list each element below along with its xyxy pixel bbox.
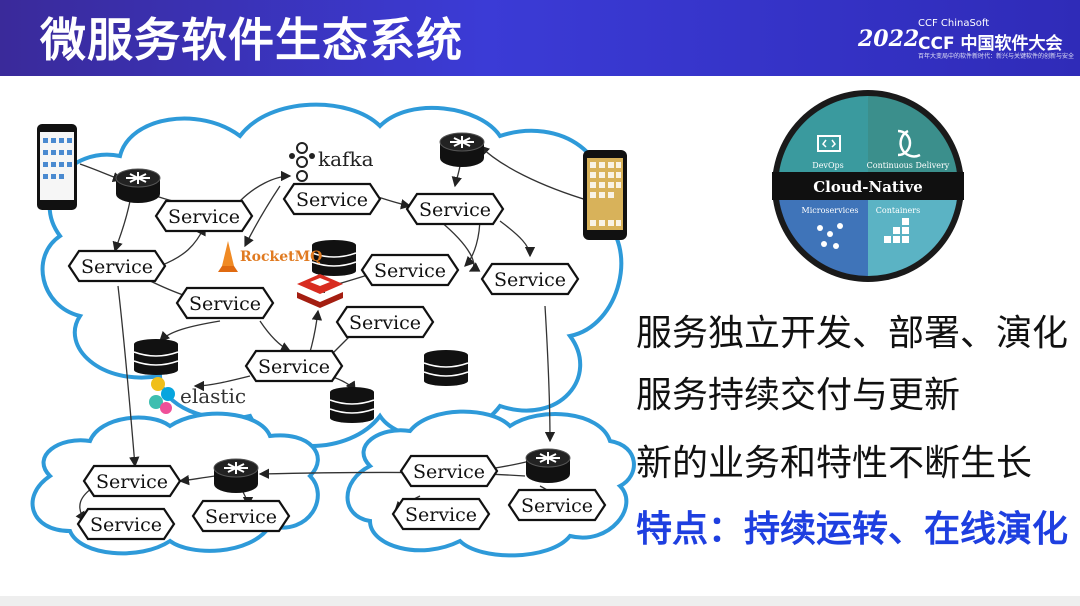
redis-icon (297, 274, 343, 308)
service-node: Service (480, 262, 580, 296)
header-bar: 微服务软件生态系统 2022 CCF ChinaSoft CCF 中国软件大会 … (0, 0, 1080, 76)
service-node: Service (82, 464, 182, 498)
bullet-1: 服务独立开发、部署、演化 (636, 313, 1069, 354)
logo-tagline: 百年大变局中的软件新时代：新兴与关键软件的创新与安全 (918, 53, 1075, 60)
bullet-3: 新的业务和特性不断生长 (636, 443, 1033, 484)
bullet-2: 服务持续交付与更新 (636, 375, 961, 416)
service-node: Service (76, 507, 176, 541)
continuous-delivery-icon (897, 129, 921, 158)
svg-text:Service: Service (258, 356, 330, 378)
service-node: Service (282, 182, 382, 216)
elastic-logo: elastic (149, 377, 246, 414)
router-icon (525, 448, 571, 484)
svg-text:Service: Service (521, 495, 593, 517)
svg-text:Service: Service (419, 199, 491, 221)
database-icon (423, 349, 469, 387)
service-node: Service (399, 454, 499, 488)
database-icon (329, 386, 375, 424)
service-node: Service (335, 305, 435, 339)
service-node: Service (360, 253, 460, 287)
kafka-label: kafka (318, 147, 374, 171)
svg-text:Service: Service (413, 461, 485, 483)
service-node: Service (154, 199, 254, 233)
bullet-highlight: 特点：持续运转、在线演化 (636, 509, 1069, 550)
svg-text:Service: Service (494, 269, 566, 291)
router-icon (213, 458, 259, 494)
microservices-icon (817, 223, 843, 249)
service-node: Service (244, 349, 344, 383)
logo-org: CCF ChinaSoft (918, 18, 990, 29)
svg-text:Service: Service (205, 506, 277, 528)
router-icon (439, 132, 485, 168)
rocketmq-logo: RocketMQ (218, 241, 322, 272)
service-node: Service (175, 286, 275, 320)
svg-text:Service: Service (296, 189, 368, 211)
svg-text:Service: Service (189, 293, 261, 315)
svg-text:Service: Service (405, 504, 477, 526)
svg-text:Service: Service (81, 256, 153, 278)
service-node: Service (391, 497, 491, 531)
smartphone-icon (583, 150, 627, 240)
elastic-label: elastic (180, 384, 246, 408)
microservices-label: Microservices (802, 206, 859, 215)
cloud-native-badge: Cloud-Native DevOps Continuous Delivery … (772, 90, 964, 282)
kafka-logo: kafka (289, 142, 374, 182)
microservice-ecosystem-diagram: kafka RocketMQ elastic (30, 90, 964, 558)
continuous-delivery-label: Continuous Delivery (867, 161, 950, 170)
slide-body: kafka RocketMQ elastic (0, 76, 1080, 596)
svg-text:Service: Service (374, 260, 446, 282)
bottom-right-cloud (345, 409, 636, 558)
router-icon (115, 168, 161, 204)
smartphone-icon (37, 124, 77, 210)
containers-label: Containers (876, 206, 920, 215)
svg-text:Service: Service (90, 514, 162, 536)
logo-year: 2022 (858, 26, 920, 52)
cloud-native-label: Cloud-Native (813, 178, 923, 196)
service-node: Service (191, 499, 291, 533)
logo-conference: CCF 中国软件大会 (918, 34, 1063, 54)
database-icon (133, 338, 179, 376)
page-title: 微服务软件生态系统 (40, 13, 463, 67)
service-node: Service (67, 249, 167, 283)
rocketmq-label: RocketMQ (240, 249, 322, 265)
containers-icon (884, 218, 909, 243)
service-node: Service (507, 488, 607, 522)
svg-text:Service: Service (168, 206, 240, 228)
svg-text:Service: Service (349, 312, 421, 334)
service-node: Service (405, 192, 505, 226)
devops-icon (817, 135, 841, 152)
svg-text:Service: Service (96, 471, 168, 493)
footer-strip (0, 596, 1080, 606)
devops-label: DevOps (812, 161, 843, 170)
